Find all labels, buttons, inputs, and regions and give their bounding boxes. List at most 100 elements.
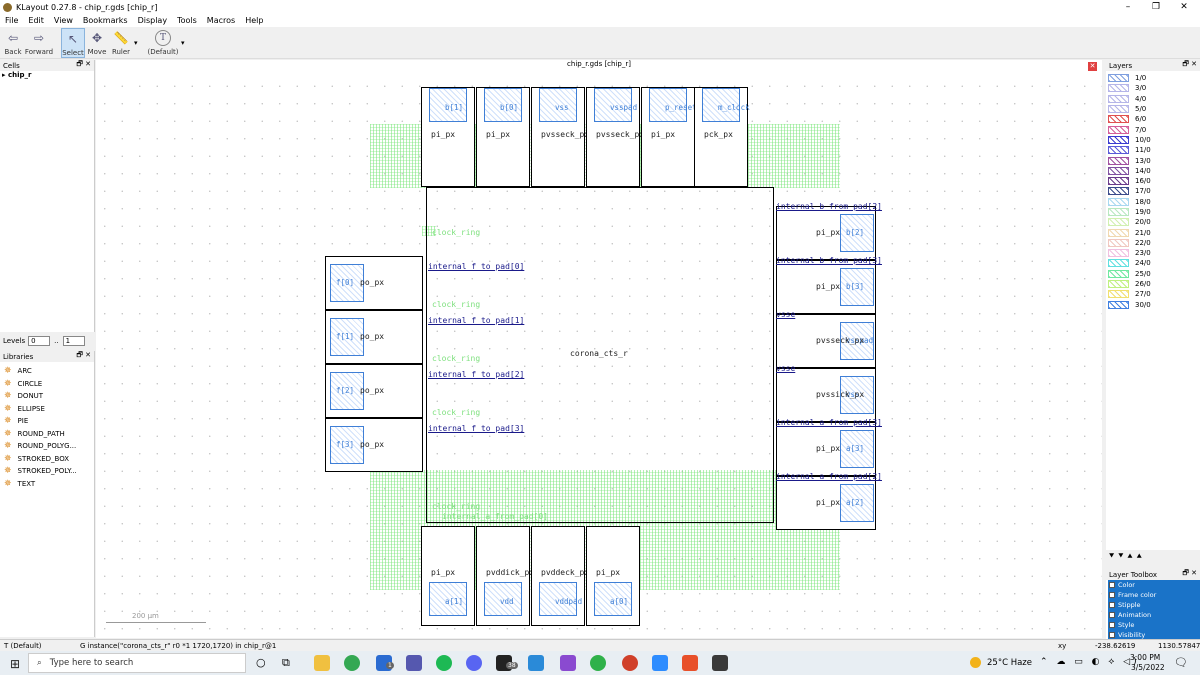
layer-row[interactable]: 18/0 bbox=[1106, 197, 1200, 207]
visual-studio-icon[interactable] bbox=[560, 655, 576, 671]
app-icon[interactable] bbox=[622, 655, 638, 671]
weather-text[interactable]: 25°C Haze bbox=[987, 658, 1032, 668]
layer-row[interactable]: 5/0 bbox=[1106, 104, 1200, 114]
zoom-icon[interactable] bbox=[652, 655, 668, 671]
menu-view[interactable]: View bbox=[53, 16, 73, 25]
chrome-icon[interactable] bbox=[344, 655, 360, 671]
app-icon[interactable] bbox=[590, 655, 606, 671]
cell-tree-item[interactable]: ▸ chip_r bbox=[2, 71, 32, 79]
layer-row[interactable]: 10/0 bbox=[1106, 135, 1200, 145]
layer-row[interactable]: 24/0 bbox=[1106, 258, 1200, 268]
task-view-icon[interactable]: ⧉ bbox=[282, 656, 290, 669]
clock-time[interactable]: 3:00 PM bbox=[1130, 653, 1161, 662]
library-item[interactable]: ✵ROUND_POLYG... bbox=[0, 440, 94, 453]
pad-cell-label: po_px bbox=[360, 386, 385, 395]
layer-row[interactable]: 30/0 bbox=[1106, 300, 1200, 310]
taskbar: ⊞ ⌕Type here to search ○ ⧉ 1 38 25°C Haz… bbox=[0, 651, 1200, 675]
ruler-button[interactable]: 📏Ruler bbox=[111, 31, 131, 56]
minimize-button[interactable]: – bbox=[1125, 2, 1131, 12]
layer-row[interactable]: 21/0 bbox=[1106, 227, 1200, 237]
library-item[interactable]: ✵STROKED_BOX bbox=[0, 453, 94, 466]
layer-row[interactable]: 23/0 bbox=[1106, 248, 1200, 258]
pad-metal bbox=[594, 88, 632, 122]
level-from-input[interactable]: 0 bbox=[28, 336, 51, 346]
layer-toolbox-label: Stipple bbox=[1118, 600, 1141, 609]
float-close-icon[interactable]: 🗗 ✕ bbox=[1182, 569, 1197, 577]
library-item[interactable]: ✵PIE bbox=[0, 415, 94, 428]
layer-toolbox-item[interactable]: Animation bbox=[1108, 610, 1200, 620]
core-cell[interactable] bbox=[426, 187, 774, 523]
close-tab-icon[interactable]: ✕ bbox=[1088, 62, 1097, 71]
layer-toolbox-item[interactable]: Stipple bbox=[1108, 600, 1200, 610]
close-button[interactable]: ✕ bbox=[1180, 2, 1188, 12]
layer-row[interactable]: 13/0 bbox=[1106, 155, 1200, 165]
windows-start-icon[interactable]: ⊞ bbox=[10, 657, 21, 671]
pad-cell-label: pvddeck_px bbox=[541, 568, 590, 577]
clock-date[interactable]: 3/5/2022 bbox=[1131, 663, 1165, 672]
layer-toolbox-item[interactable]: Style bbox=[1108, 620, 1200, 630]
layout-canvas[interactable]: chip_r.gds [chip_r] ✕ corona_cts_r clock… bbox=[96, 60, 1102, 638]
dropdown-arrow-icon[interactable]: ▾ bbox=[181, 39, 185, 47]
menu-help[interactable]: Help bbox=[245, 16, 264, 25]
select-button[interactable]: ↖Select bbox=[61, 28, 85, 58]
layer-row[interactable]: 14/0 bbox=[1106, 166, 1200, 176]
scale-label: 200 µm bbox=[132, 612, 159, 620]
vscode-icon[interactable] bbox=[528, 655, 544, 671]
layer-row[interactable]: 27/0 bbox=[1106, 289, 1200, 299]
discord-icon[interactable] bbox=[466, 655, 482, 671]
library-item[interactable]: ✵ROUND_PATH bbox=[0, 428, 94, 441]
forward-button[interactable]: ⇨Forward bbox=[24, 31, 54, 56]
app-icon[interactable] bbox=[682, 655, 698, 671]
library-item[interactable]: ✵ARC bbox=[0, 365, 94, 378]
layer-row[interactable]: 19/0 bbox=[1106, 207, 1200, 217]
maximize-button[interactable]: ❐ bbox=[1151, 2, 1161, 12]
layer-swatch bbox=[1108, 135, 1129, 144]
layer-toolbox-item[interactable]: Color bbox=[1108, 580, 1200, 590]
layer-row[interactable]: 20/0 bbox=[1106, 217, 1200, 227]
layer-row[interactable]: 7/0 bbox=[1106, 124, 1200, 134]
menu-bookmarks[interactable]: Bookmarks bbox=[82, 16, 128, 25]
float-close-icon[interactable]: 🗗 ✕ bbox=[1182, 60, 1197, 68]
cortana-icon[interactable]: ○ bbox=[256, 656, 266, 669]
menu-macros[interactable]: Macros bbox=[206, 16, 236, 25]
layer-toolbox-item[interactable]: Visibility bbox=[1108, 630, 1200, 640]
move-button[interactable]: ✥Move bbox=[87, 31, 107, 56]
notification-badge: 1 bbox=[386, 662, 394, 669]
klayout-taskbar-icon[interactable] bbox=[712, 655, 728, 671]
libraries-header: Libraries🗗 ✕ bbox=[0, 351, 94, 362]
pad-pin-label: a[2] bbox=[846, 498, 865, 507]
teams-icon[interactable] bbox=[406, 655, 422, 671]
notifications-icon[interactable]: 🗨 bbox=[1174, 656, 1188, 669]
float-close-icon[interactable]: 🗗 ✕ bbox=[76, 351, 91, 359]
taskbar-search[interactable]: ⌕Type here to search bbox=[28, 653, 246, 673]
float-close-icon[interactable]: 🗗 ✕ bbox=[76, 60, 91, 68]
level-to-input[interactable]: 1 bbox=[62, 336, 85, 346]
menu-display[interactable]: Display bbox=[137, 16, 168, 25]
layer-row[interactable]: 6/0 bbox=[1106, 114, 1200, 124]
menu-tools[interactable]: Tools bbox=[177, 16, 197, 25]
layer-row[interactable]: 1/0 bbox=[1106, 73, 1200, 83]
spotify-icon[interactable] bbox=[436, 655, 452, 671]
layer-order-buttons[interactable]: ⯆⯆⯅⯅ bbox=[1108, 552, 1145, 562]
library-item[interactable]: ✵ELLIPSE bbox=[0, 403, 94, 416]
layer-row[interactable]: 16/0 bbox=[1106, 176, 1200, 186]
back-button[interactable]: ⇦Back bbox=[4, 31, 22, 56]
layer-row[interactable]: 11/0 bbox=[1106, 145, 1200, 155]
dropdown-arrow-icon[interactable]: ▾ bbox=[134, 39, 138, 47]
layer-row[interactable]: 3/0 bbox=[1106, 83, 1200, 93]
layer-row[interactable]: 4/0 bbox=[1106, 94, 1200, 104]
layer-row[interactable]: 22/0 bbox=[1106, 238, 1200, 248]
menu-edit[interactable]: Edit bbox=[28, 16, 44, 25]
text-tool-button[interactable]: T (Default) bbox=[147, 28, 179, 58]
tray-icons[interactable]: ⌃ ☁ ▭ ◐ ⟡ ◁) bbox=[1040, 657, 1140, 667]
library-item[interactable]: ✵STROKED_POLY... bbox=[0, 465, 94, 478]
layer-toolbox-item[interactable]: Frame color bbox=[1108, 590, 1200, 600]
library-item[interactable]: ✵TEXT bbox=[0, 478, 94, 491]
menu-file[interactable]: File bbox=[5, 16, 19, 25]
library-item[interactable]: ✵DONUT bbox=[0, 390, 94, 403]
file-explorer-icon[interactable] bbox=[314, 655, 330, 671]
layer-row[interactable]: 17/0 bbox=[1106, 186, 1200, 196]
library-item[interactable]: ✵CIRCLE bbox=[0, 378, 94, 391]
layer-row[interactable]: 25/0 bbox=[1106, 269, 1200, 279]
layer-row[interactable]: 26/0 bbox=[1106, 279, 1200, 289]
